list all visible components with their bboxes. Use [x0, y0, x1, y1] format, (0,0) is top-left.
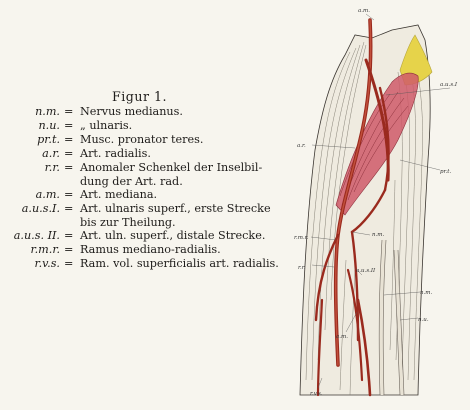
- legend-abbr: n.m.: [35, 105, 60, 118]
- legend-abbr: a.r.: [42, 147, 60, 160]
- forearm-illustration: a.m. a.u.s.I pr.t. a.r. r.m.r. n.m. r.r.…: [294, 8, 458, 397]
- label-am-top: a.m.: [358, 8, 370, 14]
- label-am-low: a.m.: [336, 334, 348, 340]
- legend-desc: Art. radialis.: [80, 147, 151, 160]
- legend-abbr: r.v.s.: [34, 257, 60, 270]
- label-rvs: r.v.s.: [310, 391, 323, 397]
- legend-abbr: pr.t.: [37, 133, 60, 146]
- legend-desc: Ram. vol. superficialis art. radialis.: [80, 257, 279, 270]
- legend-desc-cont: bis zur Theilung.: [80, 215, 176, 229]
- legend-desc: Art. ulnaris superf., erste Strecke: [80, 202, 271, 215]
- legend-equals: =: [64, 257, 74, 270]
- label-rmr: r.m.r.: [294, 235, 309, 241]
- legend-desc: Art. mediana.: [80, 188, 158, 201]
- legend-abbr: a.m.: [35, 188, 60, 201]
- label-nm-low: n.m.: [420, 290, 433, 296]
- legend-abbr: n.u.: [38, 119, 60, 132]
- label-nm-mid: n.m.: [372, 232, 385, 238]
- legend-equals: =: [64, 133, 74, 146]
- label-aus2: a.u.s.II: [356, 268, 376, 274]
- legend-desc: Nervus medianus.: [80, 105, 183, 118]
- figure-title: Figur 1.: [112, 89, 167, 104]
- legend-desc-cont: dung der Art. rad.: [80, 174, 183, 188]
- legend-abbr: a.u.s.I.: [21, 202, 60, 215]
- legend-equals: =: [64, 119, 74, 132]
- legend-equals: =: [64, 202, 74, 215]
- legend-equals: =: [64, 105, 74, 118]
- label-prt: pr.t.: [440, 169, 452, 175]
- legend-abbr: a.u.s. II.: [13, 229, 60, 242]
- legend-desc: Musc. pronator teres.: [80, 133, 204, 146]
- legend-equals: =: [64, 147, 74, 160]
- legend-equals: =: [64, 188, 74, 201]
- legend-desc: „ ulnaris.: [80, 119, 133, 132]
- legend-abbr: r.r.: [44, 161, 60, 174]
- legend-desc: Art. uln. superf., distale Strecke.: [80, 229, 266, 242]
- legend-equals: =: [64, 161, 74, 174]
- legend-equals: =: [64, 229, 74, 242]
- legend-abbr: r.m.r.: [30, 243, 60, 256]
- label-nu: n.u.: [418, 317, 429, 323]
- legend-desc: Ramus mediano-radialis.: [80, 243, 221, 256]
- label-rr: r.r.: [298, 265, 306, 271]
- legend-desc: Anomaler Schenkel der Inselbil-: [80, 161, 263, 174]
- legend-equals: =: [64, 243, 74, 256]
- label-aus1: a.u.s.I: [440, 82, 458, 88]
- label-ar: a.r.: [297, 143, 306, 149]
